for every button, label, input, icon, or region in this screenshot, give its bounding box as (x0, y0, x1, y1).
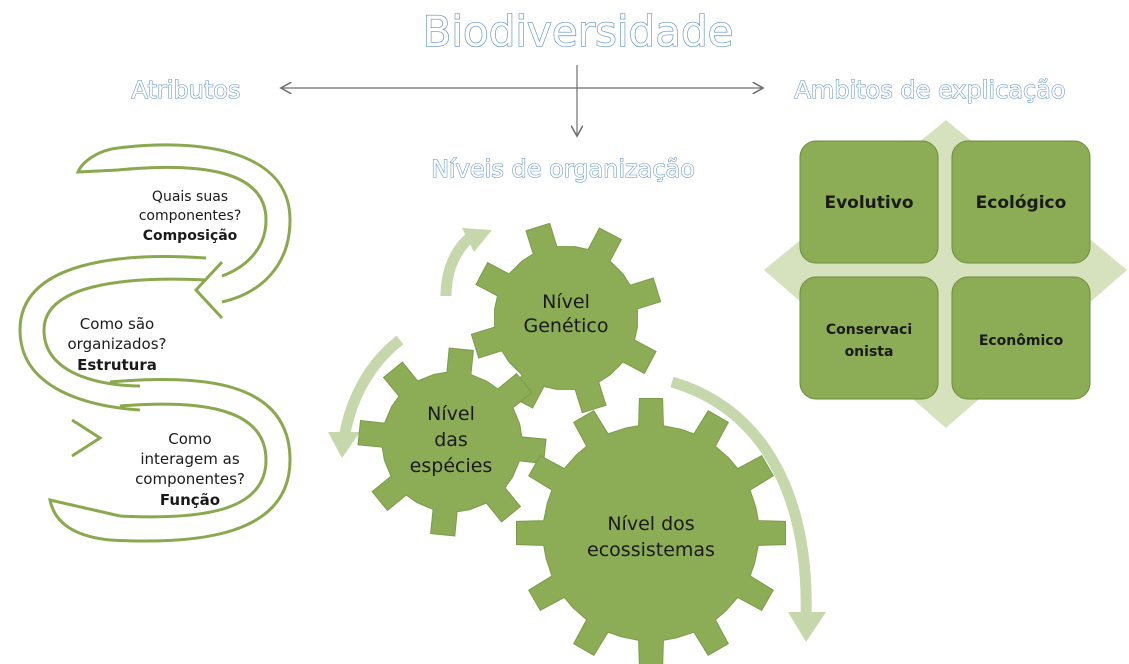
heading-atributos: Atributos (132, 76, 241, 104)
scope-evolutivo: Evolutivo (824, 193, 913, 213)
title: Biodiversidade (423, 7, 734, 56)
attribute-2-line-1: Como são (80, 315, 154, 333)
attribute-2-line-2: organizados? (67, 335, 166, 353)
spiral-loop-1-inner (117, 165, 268, 278)
spiral-loop-3-tail (48, 498, 121, 542)
attribute-3-line-3: componentes? (135, 470, 245, 488)
cycle-arrowhead-left (328, 432, 360, 458)
scope-tile-ecologico (951, 140, 1091, 264)
attribute-3-line-1: Como (168, 430, 211, 448)
attributes-spiral (18, 143, 292, 543)
scope-tile-conservacionista (799, 276, 939, 400)
gear-especies: Nível das espécies (357, 347, 547, 537)
attribute-3-line-2: interagem as (140, 450, 239, 468)
spiral-loop-3 (109, 377, 292, 543)
scope-conservacionista-line-1: Conservaci (826, 322, 912, 338)
cycle-arrowheads (328, 228, 826, 642)
gear-ecossistemas-line-1: Nível dos (607, 513, 694, 535)
gear-genetico-line-1: Nível (542, 291, 590, 313)
gear-shape (516, 398, 786, 664)
spiral-loop-2-inner (42, 277, 207, 388)
cycle-arc-right (670, 376, 812, 621)
scope-conservacionista-line-2: onista (845, 344, 894, 360)
cycle-arrowhead-right (788, 612, 826, 642)
gear-ecossistemas: Nível dos ecossistemas (516, 398, 786, 664)
cycle-arc-top (440, 231, 476, 297)
spiral-loop-1-tail (75, 146, 119, 174)
connector-arrows (282, 65, 762, 135)
gear-genetico: Nível Genético (470, 222, 662, 414)
spiral-loop-1 (117, 143, 292, 304)
scope-tile-evolutivo (799, 140, 939, 264)
heading-niveis: Níveis de organização (431, 155, 695, 183)
scope-ecologico: Ecológico (976, 193, 1067, 213)
gear-genetico-line-2: Genético (524, 315, 609, 337)
gear-shape (357, 347, 547, 537)
scope-economico: Econômico (979, 333, 1064, 349)
gear-especies-line-1: Nível (427, 403, 475, 425)
spiral-arrowhead-1 (193, 260, 224, 320)
scope-tile-economico (951, 276, 1091, 400)
gear-especies-line-2: das (434, 429, 468, 451)
heading-ambitos: Ambitos de explicação (794, 76, 1065, 104)
attribute-2: Como são organizados? Estrutura (67, 315, 166, 374)
gear-shape (470, 222, 662, 414)
spiral-loop-3-inner (119, 402, 268, 519)
attribute-1-label: Composição (143, 228, 238, 244)
scope-tiles (799, 140, 1091, 400)
attribute-2-label: Estrutura (77, 356, 157, 374)
attribute-1: Quais suas componentes? Composição (139, 189, 242, 244)
gear-especies-line-3: espécies (410, 455, 493, 477)
cycle-arcs (338, 231, 812, 621)
spiral-arrowhead-2 (71, 418, 103, 458)
cycle-arc-left (338, 335, 404, 439)
attribute-1-line-1: Quais suas (152, 189, 228, 205)
cycle-arrowhead-top (462, 228, 492, 252)
spiral-loop-2 (18, 255, 207, 412)
attribute-3: Como interagem as componentes? Função (135, 430, 245, 509)
gear-ecossistemas-line-2: ecossistemas (587, 539, 715, 561)
attribute-3-label: Função (160, 491, 220, 509)
attribute-1-line-2: componentes? (139, 208, 242, 224)
